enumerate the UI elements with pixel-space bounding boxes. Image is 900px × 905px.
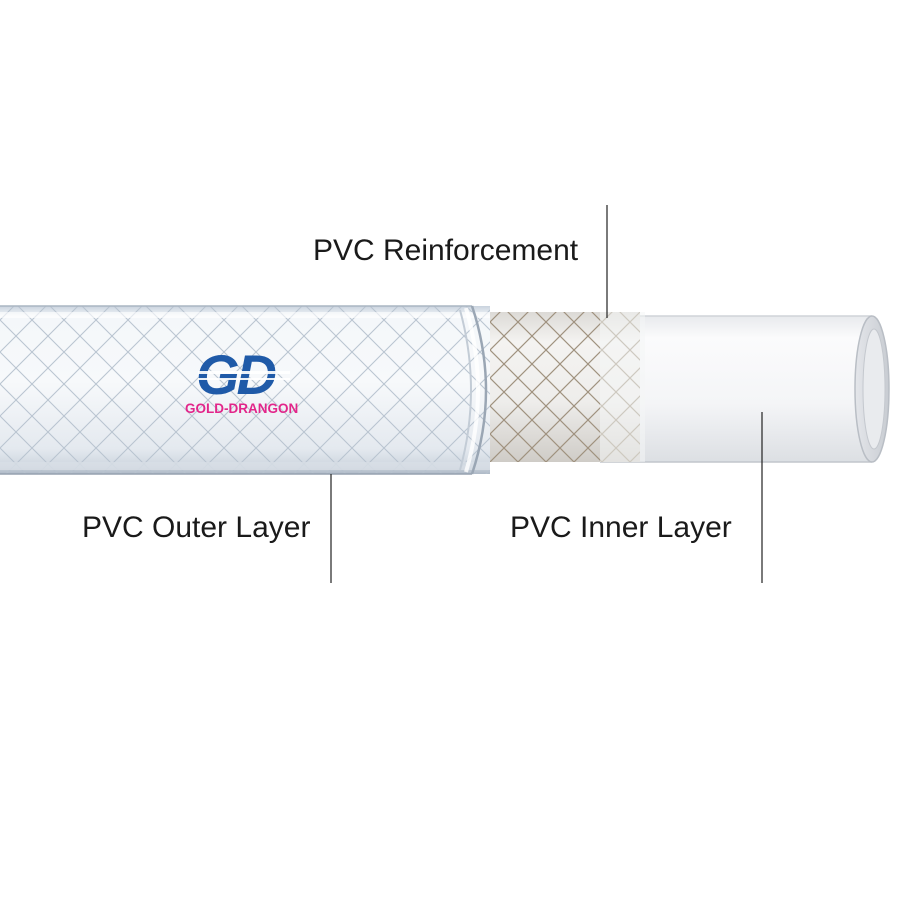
logo-mark: GD xyxy=(196,343,276,406)
gold-dragon-logo: GD GOLD-DRANGON xyxy=(185,343,298,416)
reinforcement-label: PVC Reinforcement xyxy=(313,234,579,267)
inner-layer-tube xyxy=(600,315,890,463)
reinforcement-braid xyxy=(470,312,645,462)
logo-name: GOLD-DRANGON xyxy=(185,401,298,416)
outer-layer-tube xyxy=(0,305,490,475)
outer-layer-label: PVC Outer Layer xyxy=(82,511,310,544)
inner-layer-label: PVC Inner Layer xyxy=(510,511,732,544)
